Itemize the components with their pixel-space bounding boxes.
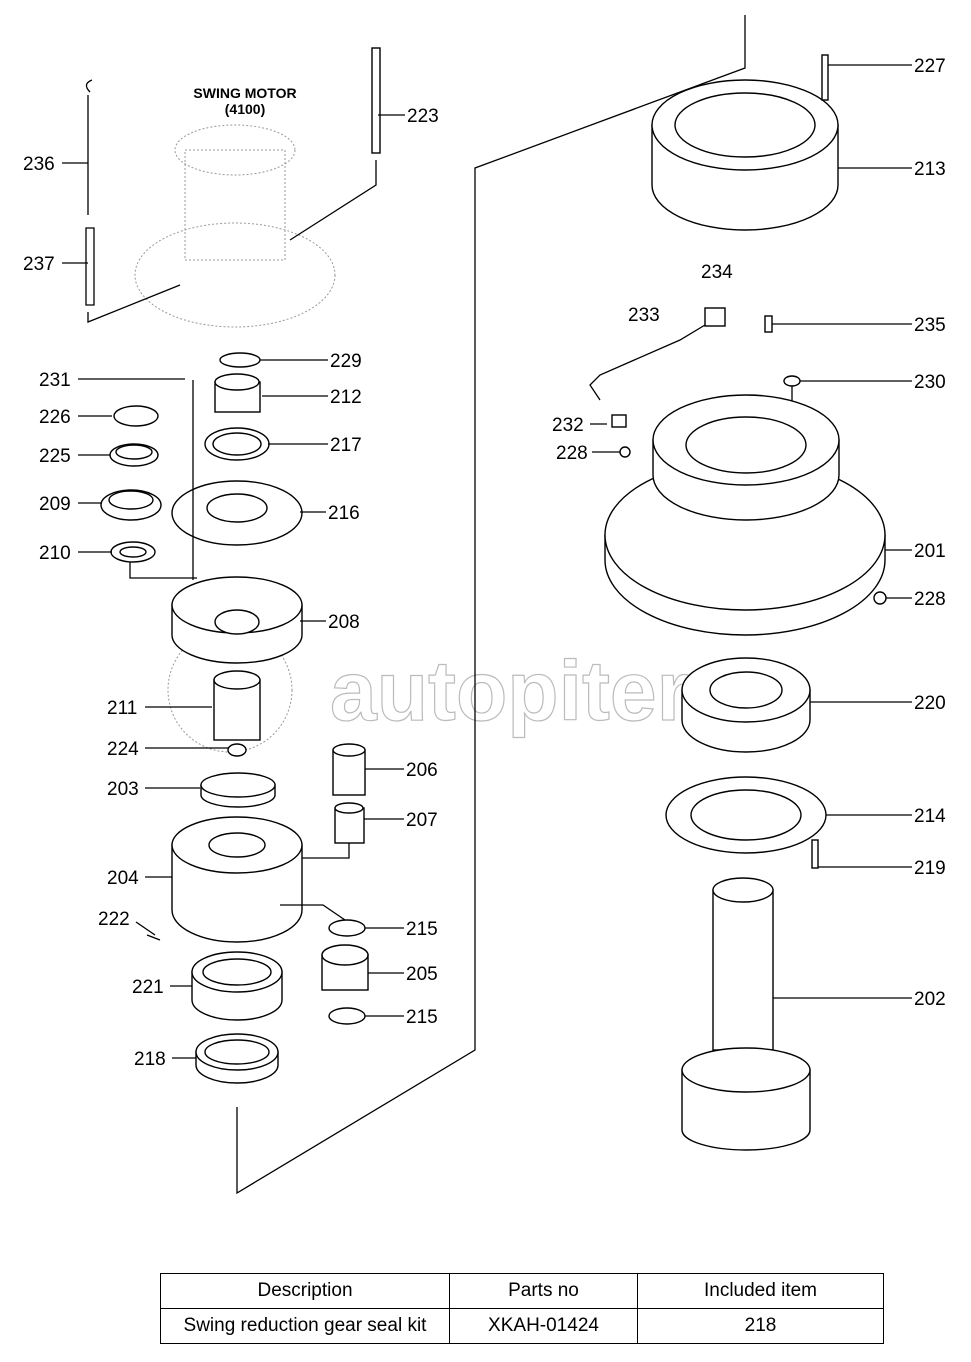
callout-209: 209 xyxy=(39,494,71,515)
callout-223: 223 xyxy=(407,106,439,127)
seal-kit-table: Description Parts no Included item Swing… xyxy=(160,1273,884,1344)
callout-210: 210 xyxy=(39,543,71,564)
cell-included-item: 218 xyxy=(637,1308,884,1344)
left-parts xyxy=(85,47,381,1084)
callout-201: 201 xyxy=(914,541,946,562)
column-header-description: Description xyxy=(160,1273,450,1309)
callout-208: 208 xyxy=(328,612,360,633)
table-header-row: Description Parts no Included item xyxy=(160,1273,884,1309)
callout-212: 212 xyxy=(330,387,362,408)
cell-description: Swing reduction gear seal kit xyxy=(160,1308,450,1344)
column-header-parts-no: Parts no xyxy=(449,1273,638,1309)
callout-217: 217 xyxy=(330,435,362,456)
callout-225: 225 xyxy=(39,446,71,467)
callout-236: 236 xyxy=(23,154,55,175)
callout-228: 228 xyxy=(914,589,946,610)
callout-234: 234 xyxy=(701,262,733,283)
callout-216: 216 xyxy=(328,503,360,524)
swing-motor-drawing xyxy=(134,124,336,328)
callout-231: 231 xyxy=(39,370,71,391)
callout-219: 219 xyxy=(914,858,946,879)
cell-parts-no: XKAH-01424 xyxy=(449,1308,638,1344)
callout-202: 202 xyxy=(914,989,946,1010)
table-row: Swing reduction gear seal kit XKAH-01424… xyxy=(160,1308,884,1344)
callout-221: 221 xyxy=(132,977,164,998)
callout-207: 207 xyxy=(406,810,438,831)
callout-227: 227 xyxy=(914,56,946,77)
callout-203: 203 xyxy=(107,779,139,800)
callout-232: 232 xyxy=(552,415,584,436)
callout-215: 215 xyxy=(406,919,438,940)
callout-235: 235 xyxy=(914,315,946,336)
right-parts xyxy=(589,54,887,1151)
callout-211: 211 xyxy=(107,698,137,719)
callout-214: 214 xyxy=(914,806,946,827)
callout-228: 228 xyxy=(556,443,588,464)
swing-motor-title: SWING MOTOR xyxy=(193,85,296,101)
callout-230: 230 xyxy=(914,372,946,393)
callout-237: 237 xyxy=(23,254,55,275)
callout-204: 204 xyxy=(107,868,139,889)
callout-220: 220 xyxy=(914,693,946,714)
callout-206: 206 xyxy=(406,760,438,781)
callout-213: 213 xyxy=(914,159,946,180)
swing-motor-code: (4100) xyxy=(225,101,265,117)
callout-205: 205 xyxy=(406,964,438,985)
callout-233: 233 xyxy=(628,305,660,326)
assembly-divider-line xyxy=(236,15,746,1195)
callout-215: 215 xyxy=(406,1007,438,1028)
callout-226: 226 xyxy=(39,407,71,428)
callout-218: 218 xyxy=(134,1049,166,1070)
callout-229: 229 xyxy=(330,351,362,372)
callout-222: 222 xyxy=(98,909,130,930)
callout-224: 224 xyxy=(107,739,139,760)
column-header-included-item: Included item xyxy=(637,1273,884,1309)
callout-labels: 236 237 223 229 231 212 226 217 225 216 … xyxy=(23,56,946,1070)
callout-leaders xyxy=(62,64,912,1059)
